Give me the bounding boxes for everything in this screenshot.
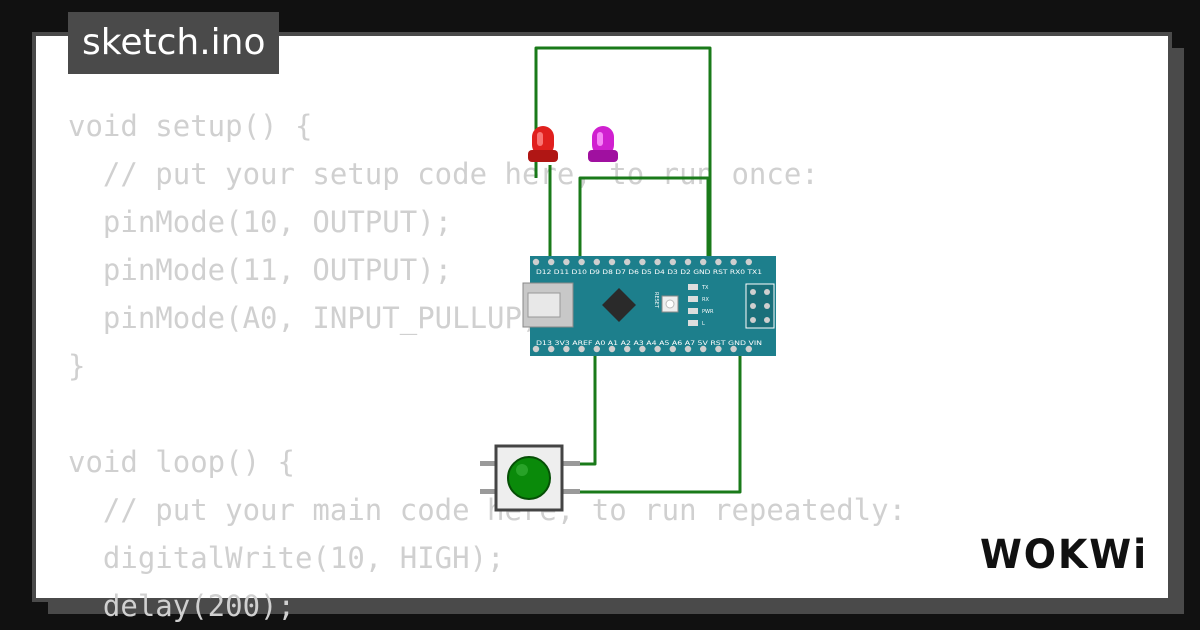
wokwi-logo-text: WOKWi [980,532,1148,578]
wire-button-gnd[interactable] [570,348,742,494]
pin-hole[interactable] [730,345,737,353]
pin-hole[interactable] [669,345,676,353]
bottom-pin-labels: D13 3V3 AREF A0 A1 A2 A3 A4 A5 A6 A7 5V … [536,340,762,347]
code-line: pinMode(A0, INPUT_PULLUP); [68,301,557,335]
pin-hole[interactable] [532,345,540,353]
pin-hole[interactable] [715,345,722,353]
code-line: } [68,349,86,383]
top-pin-labels: D12 D11 D10 D9 D8 D7 D6 D5 D4 D3 D2 GND … [536,269,762,276]
pin-hole[interactable] [608,345,616,353]
pin-hole[interactable] [548,258,555,266]
magenta-led[interactable] [588,126,618,162]
wire-button-a0[interactable] [570,348,597,466]
pin-hole[interactable] [548,345,555,353]
pin-hole[interactable] [639,258,646,266]
code-line: void loop() { [68,445,295,479]
wires [534,46,742,494]
bottom-pin-header [532,345,752,353]
pin-hole[interactable] [639,345,646,353]
onboard-led-tx [688,284,698,290]
code-line: digitalWrite(10, HIGH); [68,541,505,575]
pin-hole[interactable] [700,345,707,353]
pin-hole[interactable] [745,258,752,266]
wokwi-logo: WOKWi [980,532,1148,578]
top-pin-header [532,258,752,266]
led-label-tx: TX [701,285,709,291]
pin-hole[interactable] [608,258,616,266]
code-line: delay(200); [68,589,295,623]
pin-hole[interactable] [684,345,692,353]
pin-hole[interactable] [624,258,631,266]
led-label-rx: RX [702,297,709,303]
wire-gnd-loop[interactable] [534,46,712,262]
code-line: // put your main code here, to run repea… [68,493,907,527]
reset-label: RESET [653,292,659,309]
pin-hole[interactable] [700,258,707,266]
pin-hole[interactable] [745,345,752,353]
code-editor: void setup() { // put your setup code he… [68,102,906,630]
pushbutton[interactable] [480,444,580,512]
code-line: pinMode(11, OUTPUT); [68,253,453,287]
led-label-l: L [702,321,705,327]
pin-hole[interactable] [624,345,631,353]
led-label-pwr: PWR [702,309,714,315]
pin-hole[interactable] [654,345,661,353]
pin-hole[interactable] [563,258,570,266]
onboard-led-pwr [688,308,698,314]
pin-hole[interactable] [654,258,661,266]
pin-hole[interactable] [578,345,585,353]
wire-red-led[interactable] [548,165,566,264]
onboard-led-l [688,320,698,326]
pin-hole[interactable] [684,258,692,266]
pin-hole[interactable] [669,258,676,266]
code-line: // put your setup code here, to run once… [68,157,819,191]
red-led[interactable] [528,126,558,162]
microcontroller-chip-icon [602,288,636,322]
pin-hole[interactable] [532,258,540,266]
pin-hole[interactable] [730,258,737,266]
wire-magenta-led[interactable] [578,176,710,262]
file-tab[interactable]: sketch.ino [68,12,280,74]
pin-hole[interactable] [593,258,600,266]
pin-hole[interactable] [563,345,570,353]
pin-hole[interactable] [578,258,585,266]
pin-hole[interactable] [715,258,722,266]
code-line: pinMode(10, OUTPUT); [68,205,453,239]
button-cap-icon [507,456,551,500]
code-line: void setup() { [68,109,313,143]
arduino-nano-board[interactable]: D12 D11 D10 D9 D8 D7 D6 D5 D4 D3 D2 GND … [522,256,776,356]
onboard-led-rx [688,296,698,302]
pin-hole[interactable] [593,345,600,353]
